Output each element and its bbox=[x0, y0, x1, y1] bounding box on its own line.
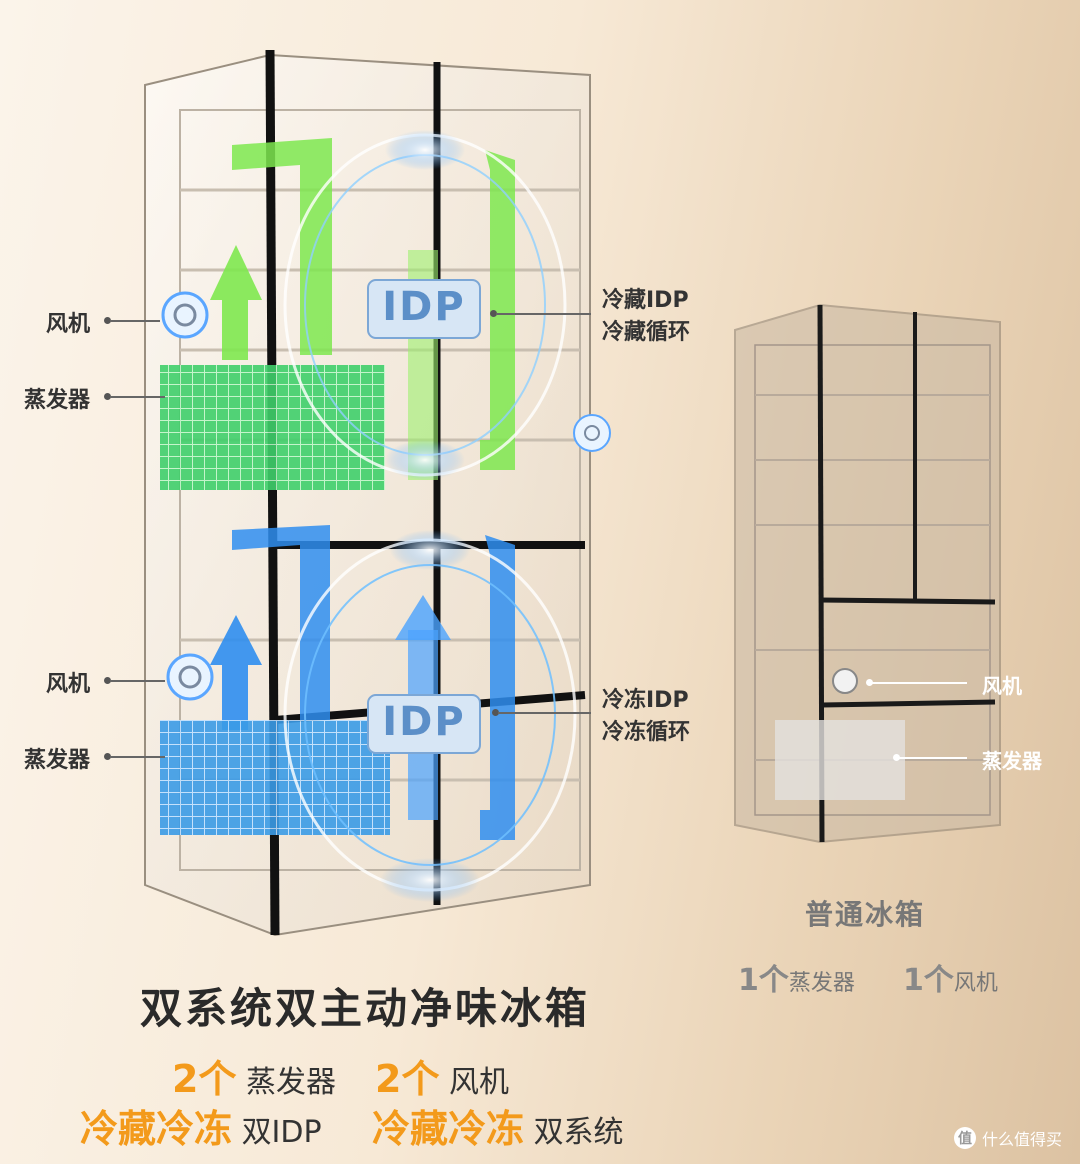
ordinary-evaporator-pointer-line bbox=[899, 757, 967, 759]
ordinary-fan-label: 风机 bbox=[982, 674, 1022, 698]
idp-badge-bottom: IDP bbox=[382, 699, 466, 745]
fridge-evaporator-pointer-dot bbox=[104, 393, 111, 400]
feature-fan-number: 2个 bbox=[375, 1057, 440, 1101]
headline: 双系统双主动净味冰箱 bbox=[140, 984, 591, 1033]
freezer-evaporator-pointer-dot bbox=[104, 753, 111, 760]
fridge-evaporator-graphic bbox=[160, 365, 385, 490]
freezer-circulation-ring bbox=[283, 530, 577, 902]
ordinary-evaporator-pointer-dot bbox=[893, 754, 900, 761]
idp-badge-top: IDP bbox=[382, 284, 466, 330]
watermark-logo-icon: 值 bbox=[953, 1127, 976, 1149]
idp-badge-bottom-box bbox=[367, 694, 481, 754]
feature-dual-idp-highlight: 冷藏冷冻 bbox=[80, 1107, 233, 1151]
feature-dual-system-highlight: 冷藏冷冻 bbox=[372, 1107, 525, 1151]
feature-fan-text: 风机 bbox=[449, 1065, 509, 1100]
freezer-fan-pointer-dot bbox=[104, 677, 111, 684]
ordinary-fan-pointer-dot bbox=[866, 679, 873, 686]
freezer-cycle-pointer-line bbox=[498, 712, 591, 714]
ordinary-fan-pointer-line bbox=[872, 682, 967, 684]
freezer-evaporator-pointer-line bbox=[110, 756, 165, 758]
fridge-cycle-label: 冷藏IDP 冷藏循环 bbox=[602, 285, 690, 349]
feature-evaporator-count: 2个 蒸发器 bbox=[172, 1048, 336, 1103]
ordinary-evaporator-number: 1个 bbox=[738, 963, 789, 998]
watermark-text: 什么值得买 bbox=[981, 1130, 1062, 1149]
ordinary-evaporator-label: 蒸发器 bbox=[982, 749, 1042, 773]
ordinary-fan-count: 1个风机 bbox=[903, 955, 998, 999]
fridge-evaporator-pointer-line bbox=[110, 396, 165, 398]
freezer-cycle-line1: 冷冻IDP bbox=[602, 688, 689, 713]
ordinary-fan-number: 1个 bbox=[903, 963, 954, 998]
fridge-fan-icon bbox=[161, 291, 209, 339]
freezer-fan-label: 风机 bbox=[46, 672, 91, 697]
feature-fan-count: 2个 风机 bbox=[375, 1048, 509, 1103]
fridge-evaporator-label: 蒸发器 bbox=[24, 388, 91, 413]
freezer-evaporator-graphic bbox=[160, 720, 390, 835]
freezer-cycle-line2: 冷冻循环 bbox=[602, 720, 691, 745]
feature-dual-idp-text: 双IDP bbox=[241, 1115, 322, 1150]
fridge-fan-pointer-line bbox=[110, 320, 160, 322]
feature-dual-idp: 冷藏冷冻 双IDP bbox=[80, 1098, 322, 1153]
feature-dual-system-text: 双系统 bbox=[533, 1115, 624, 1150]
ordinary-fridge-illustration bbox=[734, 303, 1001, 844]
freezer-evaporator-label: 蒸发器 bbox=[24, 748, 91, 773]
feature-evaporator-text: 蒸发器 bbox=[246, 1065, 336, 1100]
fridge-cycle-pointer-dot bbox=[490, 310, 497, 317]
fridge-fan-pointer-dot bbox=[104, 317, 111, 324]
ordinary-evaporator-count: 1个蒸发器 bbox=[738, 955, 855, 999]
freezer-cycle-label: 冷冻IDP 冷冻循环 bbox=[602, 685, 690, 749]
watermark: 值 什么值得买 bbox=[953, 1126, 1062, 1150]
fridge-cycle-pointer-line bbox=[496, 313, 591, 315]
fridge-fan-label: 风机 bbox=[46, 312, 91, 337]
freezer-fan-icon bbox=[166, 653, 214, 701]
feature-dual-system: 冷藏冷冻 双系统 bbox=[372, 1098, 624, 1153]
ordinary-fan-text: 风机 bbox=[953, 971, 998, 996]
feature-evaporator-number: 2个 bbox=[172, 1057, 237, 1101]
freezer-fan-pointer-line bbox=[110, 680, 165, 682]
fridge-circulation-ring bbox=[283, 130, 567, 480]
fridge-cycle-line2: 冷藏循环 bbox=[602, 320, 691, 345]
freezer-cycle-pointer-dot bbox=[492, 709, 499, 716]
side-fan-icon bbox=[573, 414, 611, 452]
ordinary-evaporator-text: 蒸发器 bbox=[788, 971, 855, 996]
fridge-cycle-line1: 冷藏IDP bbox=[602, 288, 689, 313]
ordinary-fridge-title: 普通冰箱 bbox=[805, 898, 926, 931]
idp-badge-top-box bbox=[367, 279, 481, 339]
